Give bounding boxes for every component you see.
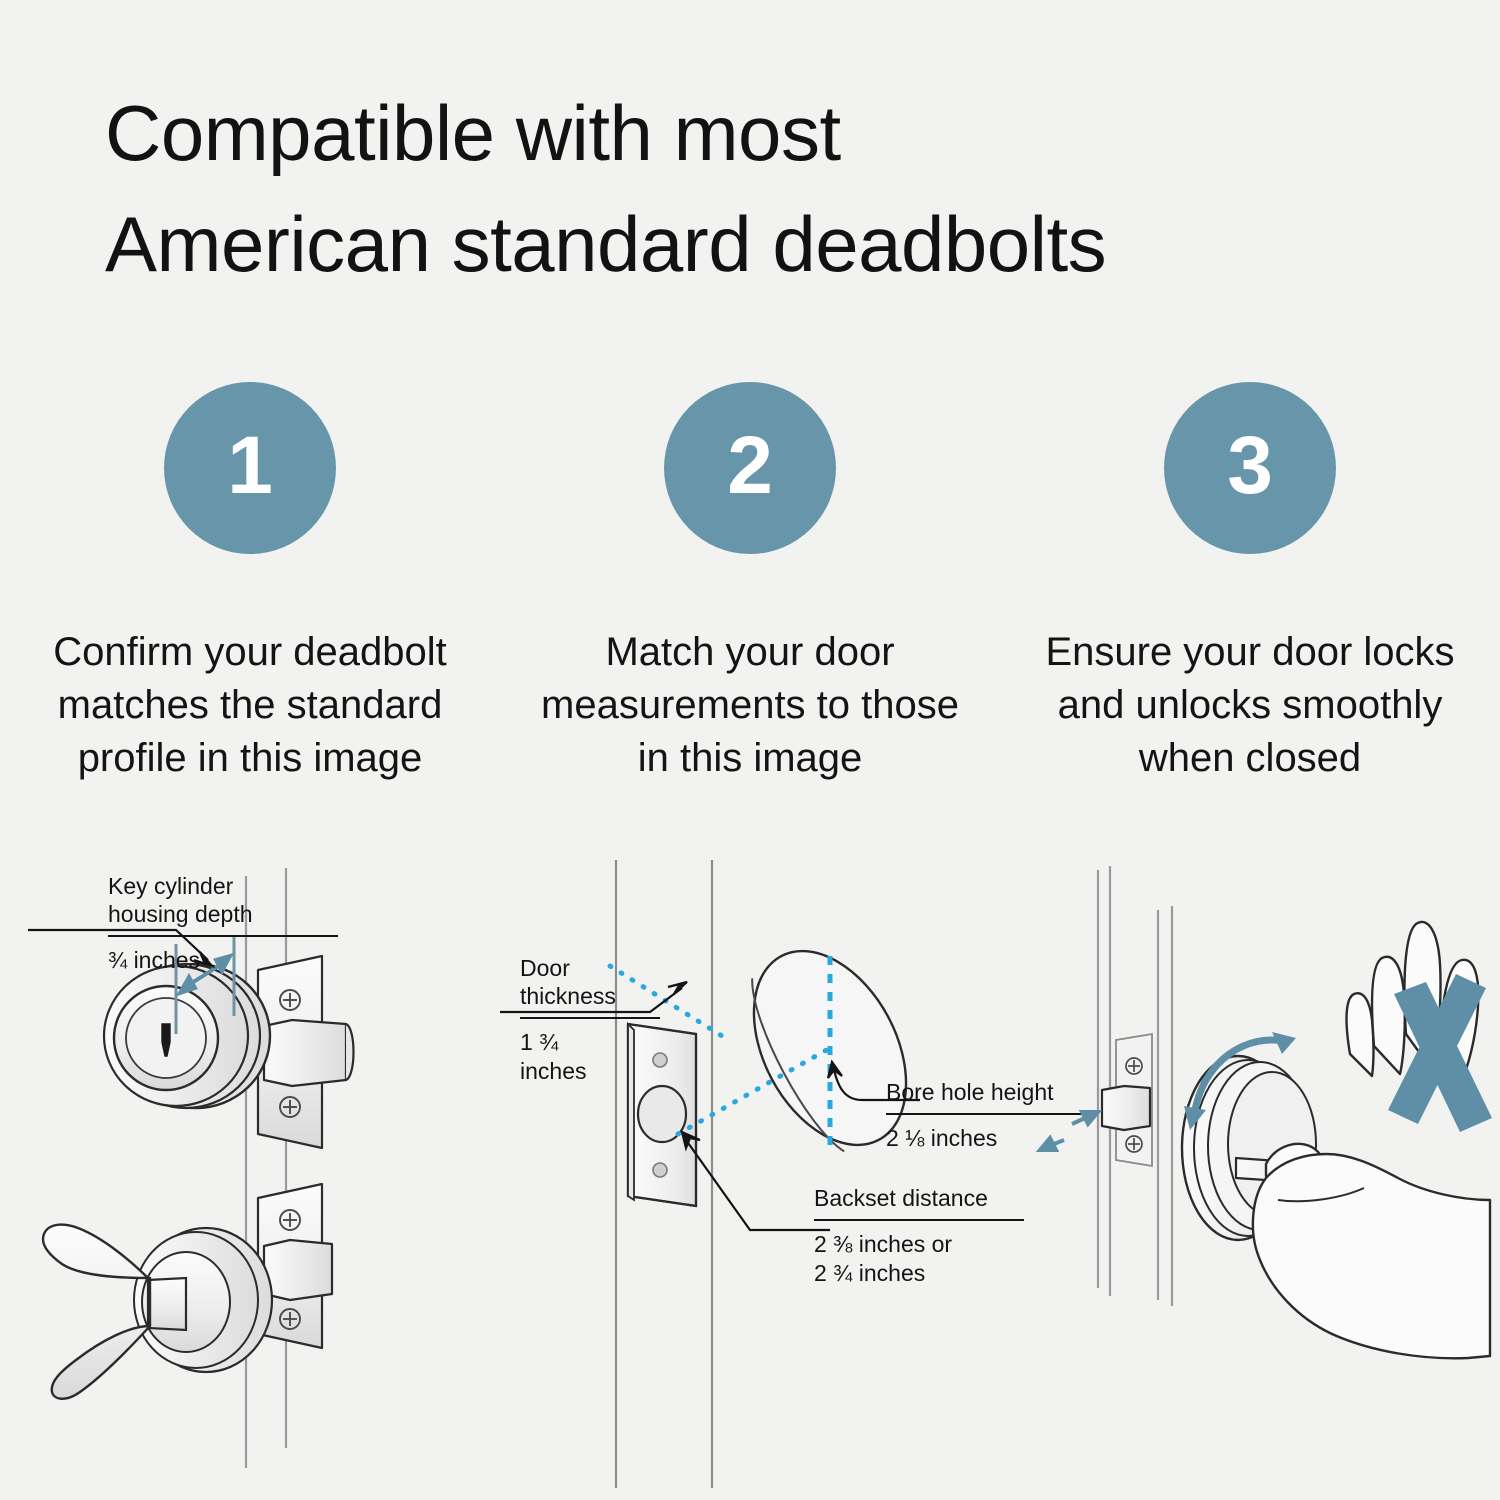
lever-handle [41,1223,274,1400]
door-thickness-annotation: Door thickness 1 ¾ inches [520,954,660,1086]
step-2: 2 Match your door measurements to those … [500,382,1000,786]
backset-distance-value-line-1: 2 ⅜ inches or [814,1231,953,1258]
bore-hole-height-value: 2 ⅛ inches [886,1125,998,1152]
door-thickness-value-line-1: 1 ¾ [520,1029,559,1056]
key-cylinder-label-line-1: Key cylinder [108,873,234,899]
door-edge-lines [614,860,714,1488]
bore-hole-height-label: Bore hole height [886,1079,1054,1105]
deadbolt-profile-illustration [28,868,355,1468]
door-thickness-rule [520,1017,660,1020]
door-frame-lines [1096,866,1174,1306]
door-thickness-label-line-1: Door [520,955,570,981]
step-1: 1 Confirm your deadbolt matches the stan… [0,382,500,786]
lock-operation-illustration [1035,866,1492,1360]
step-3-caption: Ensure your door locks and unlocks smoot… [1045,630,1455,781]
cylinder-depth-leader [28,928,216,969]
backset-distance-value-line-2: 2 ¾ inches [814,1259,926,1286]
backset-distance-rule [814,1219,1024,1222]
rotation-arrow-heads [1184,1032,1296,1130]
page-title-line-2: American standard deadbolts [105,199,1107,288]
backset-distance-leader [680,1130,830,1232]
steps-row: 1 Confirm your deadbolt matches the stan… [0,382,1500,786]
door-measurements-illustration [500,860,920,1488]
cylinder-depth-dimension [174,936,236,1034]
rotation-arrow [1190,1036,1289,1117]
step-2-number-badge: 2 [664,382,836,554]
bolt-movement-arrows [1035,1110,1103,1152]
backset-distance-annotation: Backset distance 2 ⅜ inches or 2 ¾ inche… [814,1184,1024,1288]
step-3-number-badge: 3 [1164,382,1336,554]
door-measurements-diagram: Door thickness 1 ¾ inches Bore hole heig… [500,848,1086,1500]
diagrams-row: Key cylinder housing depth ¾ inches [0,848,1500,1500]
bore-hole-height-annotation: Bore hole height 2 ⅛ inches [886,1078,1086,1153]
step-3: 3 Ensure your door locks and unlocks smo… [1000,382,1500,786]
lock-operation-diagram [1020,848,1500,1500]
backset-distance-label: Backset distance [814,1185,988,1211]
key-cylinder-value: ¾ inches [108,947,201,974]
key-cylinder-rule [108,935,338,938]
step-2-caption: Match your door measurements to those in… [541,630,959,781]
incorrect-x-icon [1388,974,1492,1132]
step-1-caption: Confirm your deadbolt matches the standa… [53,630,447,781]
page-title-line-1: Compatible with most [105,89,841,177]
bore-hole-opening [636,1084,688,1144]
latch-face-plate [626,1021,698,1208]
keyhole-icon [161,1023,171,1057]
key-cylinder-label-line-2: housing depth [108,901,253,928]
door-thickness-value-line-2: inches [520,1057,587,1084]
deadbolt-profile-diagram: Key cylinder housing depth ¾ inches [0,848,500,1500]
strike-plate-and-bolt [1100,1032,1153,1168]
backset-dotted-line [675,1045,833,1137]
key-cylinder-annotation: Key cylinder housing depth ¾ inches [108,872,338,975]
hand-illustration [1251,1142,1492,1360]
bore-hole-height-rule [886,1113,1086,1116]
deadbolt-strike-plate [256,954,355,1150]
step-1-number-badge: 1 [164,382,336,554]
thumbturn-knob [1180,1054,1326,1242]
door-thickness-label-line-2: thickness [520,983,616,1010]
door-thickness-leader [500,980,688,1014]
page-title: Compatible with most American standard d… [105,78,1485,300]
bore-hole-height-leader [826,1059,920,1102]
